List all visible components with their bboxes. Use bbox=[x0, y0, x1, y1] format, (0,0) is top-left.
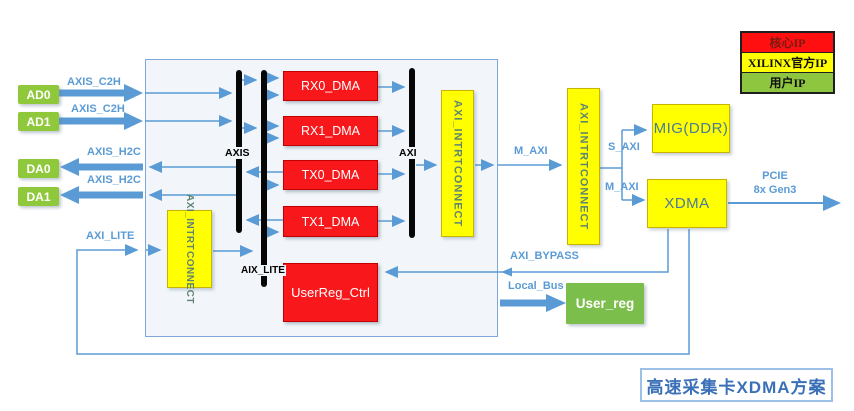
node-xdma: XDMA bbox=[647, 179, 727, 228]
thick-stream-arrows bbox=[59, 84, 566, 312]
label-axis-c2h-ad1: AXIS_C2H bbox=[71, 103, 125, 115]
legend-core-ip: 核心IP bbox=[742, 33, 833, 52]
line-axi-lite-loop bbox=[76, 229, 690, 355]
diagram-title: 高速采集卡XDMA方案 bbox=[640, 368, 833, 402]
label-m-axi: M_AXI bbox=[514, 145, 548, 157]
axi-intrt-line2: CONNECT bbox=[184, 250, 195, 304]
node-da0: DA0 bbox=[18, 159, 59, 178]
node-user-reg: User_reg bbox=[566, 283, 644, 324]
node-tx1-dma: TX1_DMA bbox=[283, 206, 378, 237]
line-axi-bypass bbox=[384, 229, 669, 278]
arrow-ad1-axis-c2h bbox=[59, 112, 143, 130]
arrow-ad0-axis-c2h bbox=[59, 84, 143, 102]
node-userreg-ctrl: UserReg_Ctrl bbox=[283, 263, 378, 322]
arrow-da1-axis-h2c bbox=[60, 186, 143, 204]
bypass-mid-arrowhead bbox=[501, 267, 512, 277]
arrow-da0-axis-h2c bbox=[60, 158, 143, 176]
label-axi-lite: AXI_LITE bbox=[86, 230, 135, 242]
node-ad0: AD0 bbox=[18, 85, 59, 104]
node-da1: DA1 bbox=[18, 187, 59, 206]
node-axi-interconnect-1: AXI_INTRTCONNECT bbox=[441, 90, 474, 237]
legend-user-ip: 用户IP bbox=[742, 72, 833, 92]
node-rx0-dma: RX0_DMA bbox=[283, 71, 378, 101]
label-pcie-line1: PCIE bbox=[762, 170, 788, 182]
node-tx0-dma: TX0_DMA bbox=[283, 160, 378, 190]
thin-connectors bbox=[76, 72, 841, 355]
axi-intrt-line1: AXI_INTRT bbox=[184, 194, 195, 251]
label-axis-h2c-da1: AXIS_H2C bbox=[87, 174, 141, 186]
label-local-bus: Local_Bus bbox=[508, 280, 564, 292]
node-rx1-dma: RX1_DMA bbox=[283, 116, 378, 146]
node-axi-interconnect-2: AXI_INTRTCONNECT bbox=[567, 88, 600, 245]
node-mig-ddr: MIG(DDR) bbox=[652, 104, 730, 153]
label-axis-bar: AXIS bbox=[224, 147, 251, 159]
arrow-local-bus bbox=[500, 294, 566, 312]
label-axi-bypass: AXI_BYPASS bbox=[510, 250, 579, 262]
label-pcie: PCIE 8x Gen3 bbox=[737, 169, 813, 197]
label-pcie-line2: 8x Gen3 bbox=[753, 184, 797, 196]
label-axi-bar: AXI bbox=[398, 147, 418, 159]
aix-lite-bus-bar bbox=[261, 70, 267, 287]
label-axis-c2h-ad0: AXIS_C2H bbox=[67, 76, 121, 88]
legend: 核心IP XILINX官方IP 用户IP bbox=[740, 31, 835, 94]
node-ad1: AD1 bbox=[18, 112, 59, 131]
label-s-axi: S_AXI bbox=[608, 141, 640, 153]
legend-xilinx-ip: XILINX官方IP bbox=[742, 52, 833, 72]
label-m-axi-2: M_AXI bbox=[605, 181, 639, 193]
label-aix-lite-bar: AIX_LITE bbox=[240, 265, 286, 276]
label-axis-h2c-da0: AXIS_H2C bbox=[87, 146, 141, 158]
node-axi-intrt-connect: AXI_INTRT CONNECT bbox=[167, 194, 212, 304]
